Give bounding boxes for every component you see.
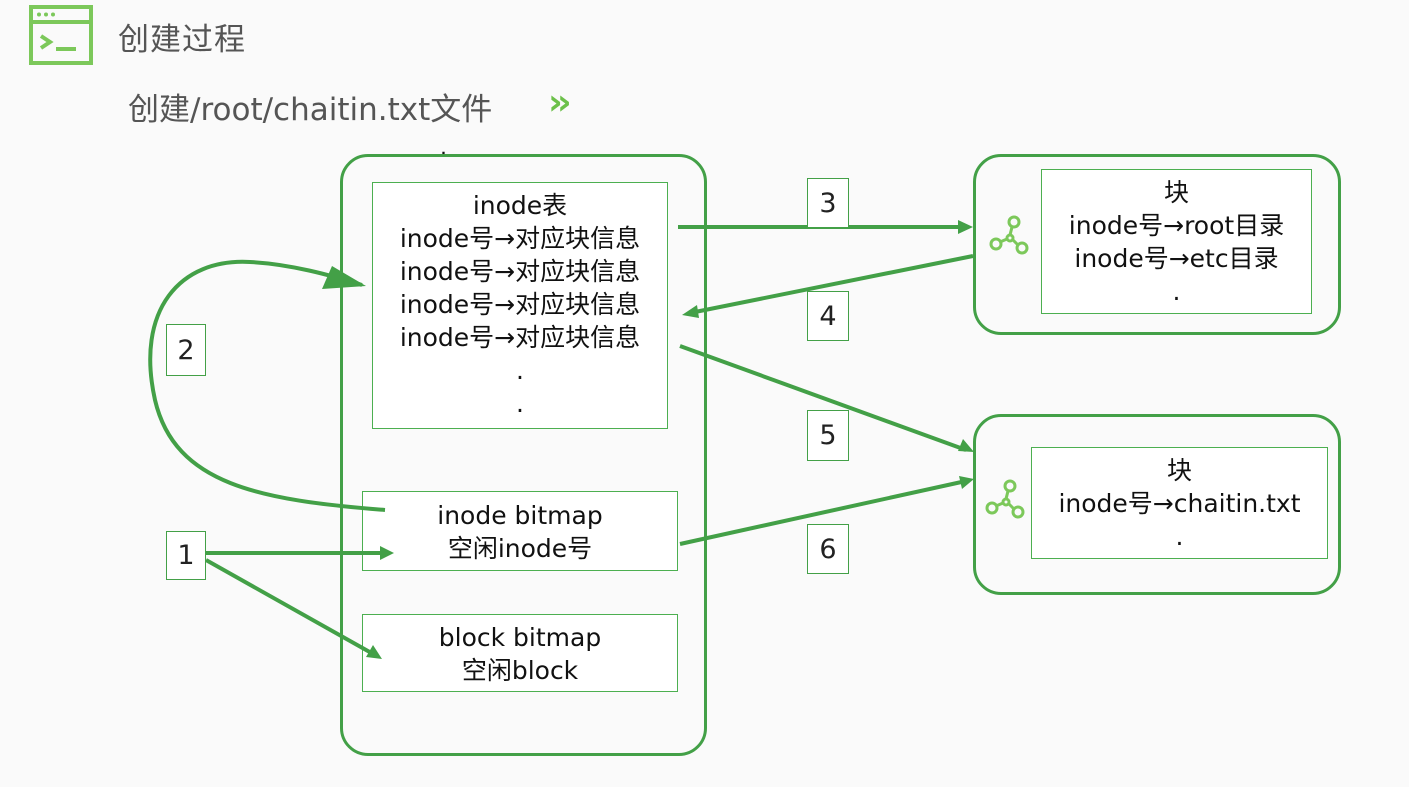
step-label-5: 5 (807, 410, 849, 461)
step-label-2: 2 (166, 324, 206, 376)
inode-table-row: inode号→对应块信息 (399, 323, 641, 352)
inode-bitmap-box: inode bitmap 空闲inode号 (362, 491, 678, 571)
inode-table-row: inode号→对应块信息 (399, 224, 641, 253)
network-nodes-icon (985, 479, 1025, 519)
subtitle: 创建/root/chaitin.txt文件 (128, 92, 493, 128)
arrowhead (682, 305, 699, 318)
arrow-step-5 (679, 344, 967, 452)
step-label-6: 6 (807, 524, 849, 574)
block-file-line: inode号→chaitin.txt (1058, 489, 1301, 518)
step-label-4: 4 (807, 291, 849, 341)
inode-bitmap-label: inode bitmap (437, 501, 603, 530)
inode-table-row: . (516, 389, 524, 418)
terminal-window-icon (29, 5, 93, 65)
arrow-step-4 (689, 254, 974, 315)
inode-table-row: inode号→对应块信息 (399, 290, 641, 319)
filesystem-container (340, 154, 707, 756)
block-file-box: 块 inode号→chaitin.txt . (1031, 447, 1328, 559)
step-label-3: 3 (807, 178, 849, 228)
network-nodes-icon (989, 215, 1029, 255)
block-file-container (973, 414, 1341, 595)
arrowhead (958, 220, 973, 234)
inode-table-row: inode号→对应块信息 (399, 257, 641, 286)
arrowhead (366, 645, 382, 659)
block-bitmap-label: block bitmap (438, 623, 602, 652)
arrowhead (958, 439, 974, 452)
block-bitmap-free-label: 空闲block (461, 656, 579, 685)
arrow-step-6 (679, 479, 967, 546)
block-root-title: 块 (1163, 178, 1189, 207)
inode-table-row: . (516, 356, 524, 385)
page-title: 创建过程 (118, 22, 246, 58)
block-root-box: 块 inode号→root目录 inode号→etc目录 . (1041, 169, 1312, 314)
block-root-container (973, 154, 1341, 335)
inode-bitmap-free-label: 空闲inode号 (447, 534, 593, 563)
block-file-line: . (1175, 522, 1184, 551)
arrowhead (380, 546, 394, 560)
block-root-line: inode号→root目录 (1068, 211, 1285, 240)
arrowhead (322, 266, 366, 289)
block-root-line: . (1172, 277, 1181, 306)
arrowhead (959, 476, 974, 489)
block-file-title: 块 (1166, 456, 1192, 485)
arrow-step-1b (205, 558, 376, 657)
block-bitmap-box: block bitmap 空闲block (362, 614, 678, 692)
inode-table-title: inode表 (472, 191, 568, 220)
arrow-step-2 (148, 259, 386, 512)
step-label-1: 1 (166, 531, 206, 580)
block-root-line: inode号→etc目录 (1074, 244, 1279, 273)
inode-table-box: inode表 inode号→对应块信息 inode号→对应块信息 inode号→… (372, 182, 668, 429)
